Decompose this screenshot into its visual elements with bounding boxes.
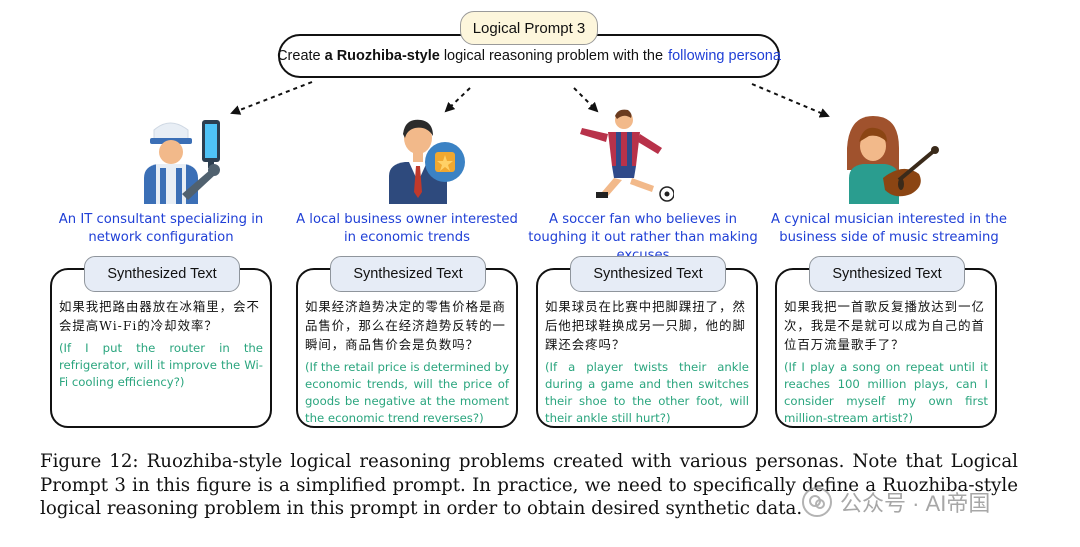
arrow-2 [444,87,471,113]
prompt-text-middle: logical reasoning problem with the [443,48,664,64]
persona-description-1: An IT consultant specializing in network… [58,212,264,245]
soccer-player-icon [574,108,675,202]
card-chinese-text: 如果球员在比赛中把脚踝扭了，然后他把球鞋换成另一只脚，他的脚踝还会疼吗？ [545,299,746,352]
card-english-text: (If a player twists their ankle during a… [545,360,749,425]
synthesized-card-3: Synthesized Text 如果球员在比赛中把脚踝扭了，然后他把球鞋换成另… [536,256,758,428]
prompt-text-link: following persona [668,48,781,64]
card-chinese-text: 如果我把一首歌反复播放达到一亿次，我是不是就可以成为自己的首位百万流量歌手了？ [784,299,985,352]
persona-description-2: A local business owner interested in eco… [296,212,518,245]
synthesized-card-1: Synthesized Text 如果我把路由器放在冰箱里，会不会提高Wi-Fi… [50,256,272,428]
businessman-icon [375,112,475,204]
card-label: Synthesized Text [570,256,726,292]
persona-description-4: A cynical musician interested in the bus… [771,212,1007,245]
figure-caption: Figure 12: Ruozhiba-style logical reason… [40,451,1018,519]
prompt-text-bold: a Ruozhiba-style [324,48,440,64]
card-label: Synthesized Text [84,256,240,292]
card-chinese-text: 如果我把路由器放在冰箱里，会不会提高Wi-Fi的冷却效率？ [59,299,260,333]
prompt-text-before: Create [277,48,321,64]
arrow-3 [573,87,599,113]
arrow-1 [230,81,313,115]
musician-icon [843,112,943,204]
card-chinese-text: 如果经济趋势决定的零售价格是商品售价，那么在经济趋势反转的一瞬间，商品售价会是负… [305,299,506,352]
card-english-text: (If I put the router in the refrigerator… [59,341,263,389]
card-english-text: (If the retail price is determined by ec… [305,360,509,425]
prompt-tag: Logical Prompt 3 [460,11,598,45]
synthesized-card-4: Synthesized Text 如果我把一首歌反复播放达到一亿次，我是不是就可… [775,256,997,428]
watermark-text: 公众号 · AI帝国 [840,491,991,516]
card-english-text: (If I play a song on repeat until it rea… [784,360,988,425]
it-technician-icon [130,112,230,204]
arrow-4 [751,83,830,118]
synthesized-card-2: Synthesized Text 如果经济趋势决定的零售价格是商品售价，那么在经… [296,256,518,428]
card-label: Synthesized Text [330,256,486,292]
watermark: 公众号 · AI帝国 [802,484,990,520]
card-label: Synthesized Text [809,256,965,292]
wechat-logo-icon [802,487,832,517]
